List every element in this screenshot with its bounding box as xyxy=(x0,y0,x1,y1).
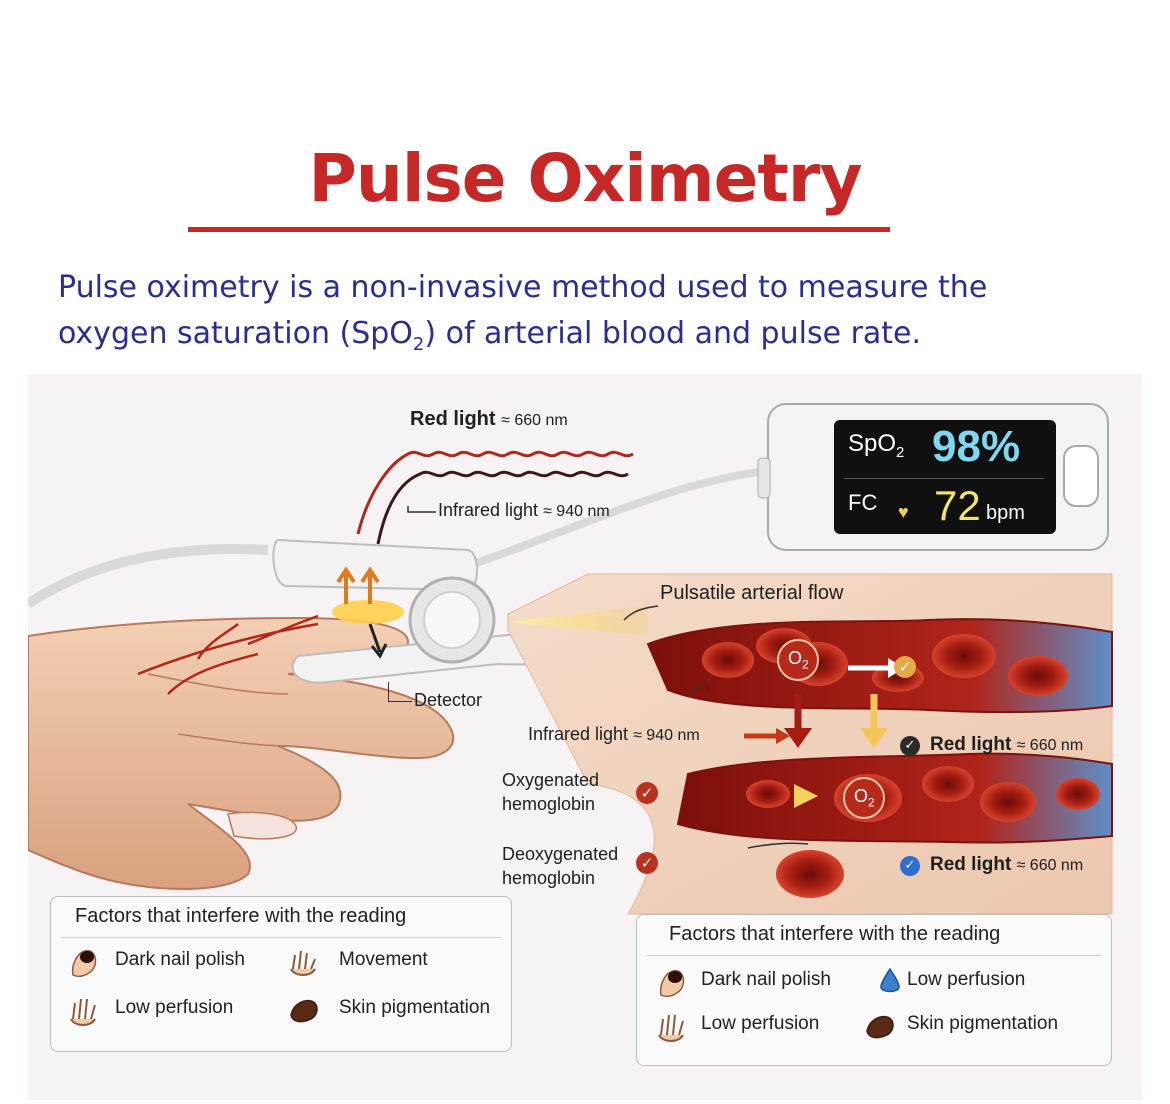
factors-box-left: Factors that interfere with the reading … xyxy=(50,896,512,1052)
divider xyxy=(647,955,1101,956)
red-light-low-label: Red light ≈ 660 nm xyxy=(930,854,1084,875)
spo2-label: SpO2 xyxy=(848,430,905,461)
hand-low-perfusion-icon xyxy=(658,1014,684,1042)
heart-icon: ♥ xyxy=(898,502,909,522)
infrared-light-wave xyxy=(376,470,629,545)
title-underline xyxy=(188,227,890,232)
red-light-wave xyxy=(356,450,634,535)
subtitle: Pulse oximetry is a non-invasive method … xyxy=(58,265,1118,368)
blood-drop-icon xyxy=(880,967,900,993)
tissue-magnification xyxy=(507,573,1113,915)
factor-item: Low perfusion xyxy=(115,997,234,1018)
detector-pointer xyxy=(388,701,412,702)
factor-item: Movement xyxy=(339,949,428,970)
hand-movement-icon xyxy=(290,950,316,976)
monitor-cable xyxy=(466,466,771,570)
divider xyxy=(61,937,501,938)
pulse-oximeter-illustration: SpO2 98% FC ♥ 72 bpm Red light ≈ 660 nm … xyxy=(28,374,1142,1100)
factors-box-right: Factors that interfere with the reading … xyxy=(636,914,1112,1066)
finger-clip-sensor xyxy=(272,538,590,684)
spo2-value: 98% xyxy=(932,422,1021,471)
subtitle-line-2: oxygen saturation (SpO2) of arterial blo… xyxy=(58,311,1118,368)
factor-item: Dark nail polish xyxy=(115,949,245,970)
pulsatile-label: Pulsatile arterial flow xyxy=(660,582,844,604)
o2-label-upper: O2 xyxy=(788,648,809,672)
check-icon: ✓ xyxy=(636,852,658,874)
skin-pigmentation-icon xyxy=(290,999,318,1023)
subtitle-text: oxygen saturation (SpO xyxy=(58,316,413,351)
sensor-cable xyxy=(28,543,269,609)
check-icon: ✓ xyxy=(636,782,658,804)
detector-pointer xyxy=(388,682,389,702)
subtitle-text: ) of arterial blood and pulse rate. xyxy=(424,316,922,351)
factors-title: Factors that interfere with the reading xyxy=(669,923,1001,945)
infrared-top-label: Infrared light ≈ 940 nm xyxy=(438,500,610,520)
check-icon: ✓ xyxy=(894,656,916,678)
nail-polish-icon xyxy=(659,969,685,997)
red-light-mid-label: Red light ≈ 660 nm xyxy=(930,734,1084,755)
factor-item: Low perfusion xyxy=(907,969,1026,990)
detector-label: Detector xyxy=(414,690,483,710)
factor-item: Low perfusion xyxy=(701,1013,820,1034)
hand xyxy=(28,614,455,890)
skin-pigmentation-icon xyxy=(866,1015,894,1039)
nail-polish-icon xyxy=(71,949,97,977)
pulse-value: 72 xyxy=(934,482,981,529)
red-light-top-label: Red light ≈ 660 nm xyxy=(410,408,568,430)
pulse-unit: bpm xyxy=(986,502,1025,524)
o2-label-lower: O2 xyxy=(854,786,875,810)
infrared-mid-label: Infrared light ≈ 940 nm xyxy=(528,724,700,744)
screen-divider xyxy=(844,478,1044,479)
hand-low-perfusion-icon xyxy=(70,998,96,1026)
subtitle-line-1: Pulse oximetry is a non-invasive method … xyxy=(58,270,988,305)
factor-item: Skin pigmentation xyxy=(339,997,491,1018)
monitor-screen: SpO2 98% FC ♥ 72 bpm xyxy=(834,420,1056,534)
check-icon: ✓ xyxy=(900,856,920,876)
illustration-art xyxy=(28,403,1113,915)
factor-item: Dark nail polish xyxy=(701,969,831,990)
fc-label: FC xyxy=(848,490,878,515)
subscript: 2 xyxy=(412,334,425,355)
page-title: Pulse Oximetry xyxy=(308,140,863,217)
factor-item: Skin pigmentation xyxy=(907,1013,1059,1034)
check-icon: ✓ xyxy=(900,736,920,756)
factors-title: Factors that interfere with the reading xyxy=(75,905,407,927)
